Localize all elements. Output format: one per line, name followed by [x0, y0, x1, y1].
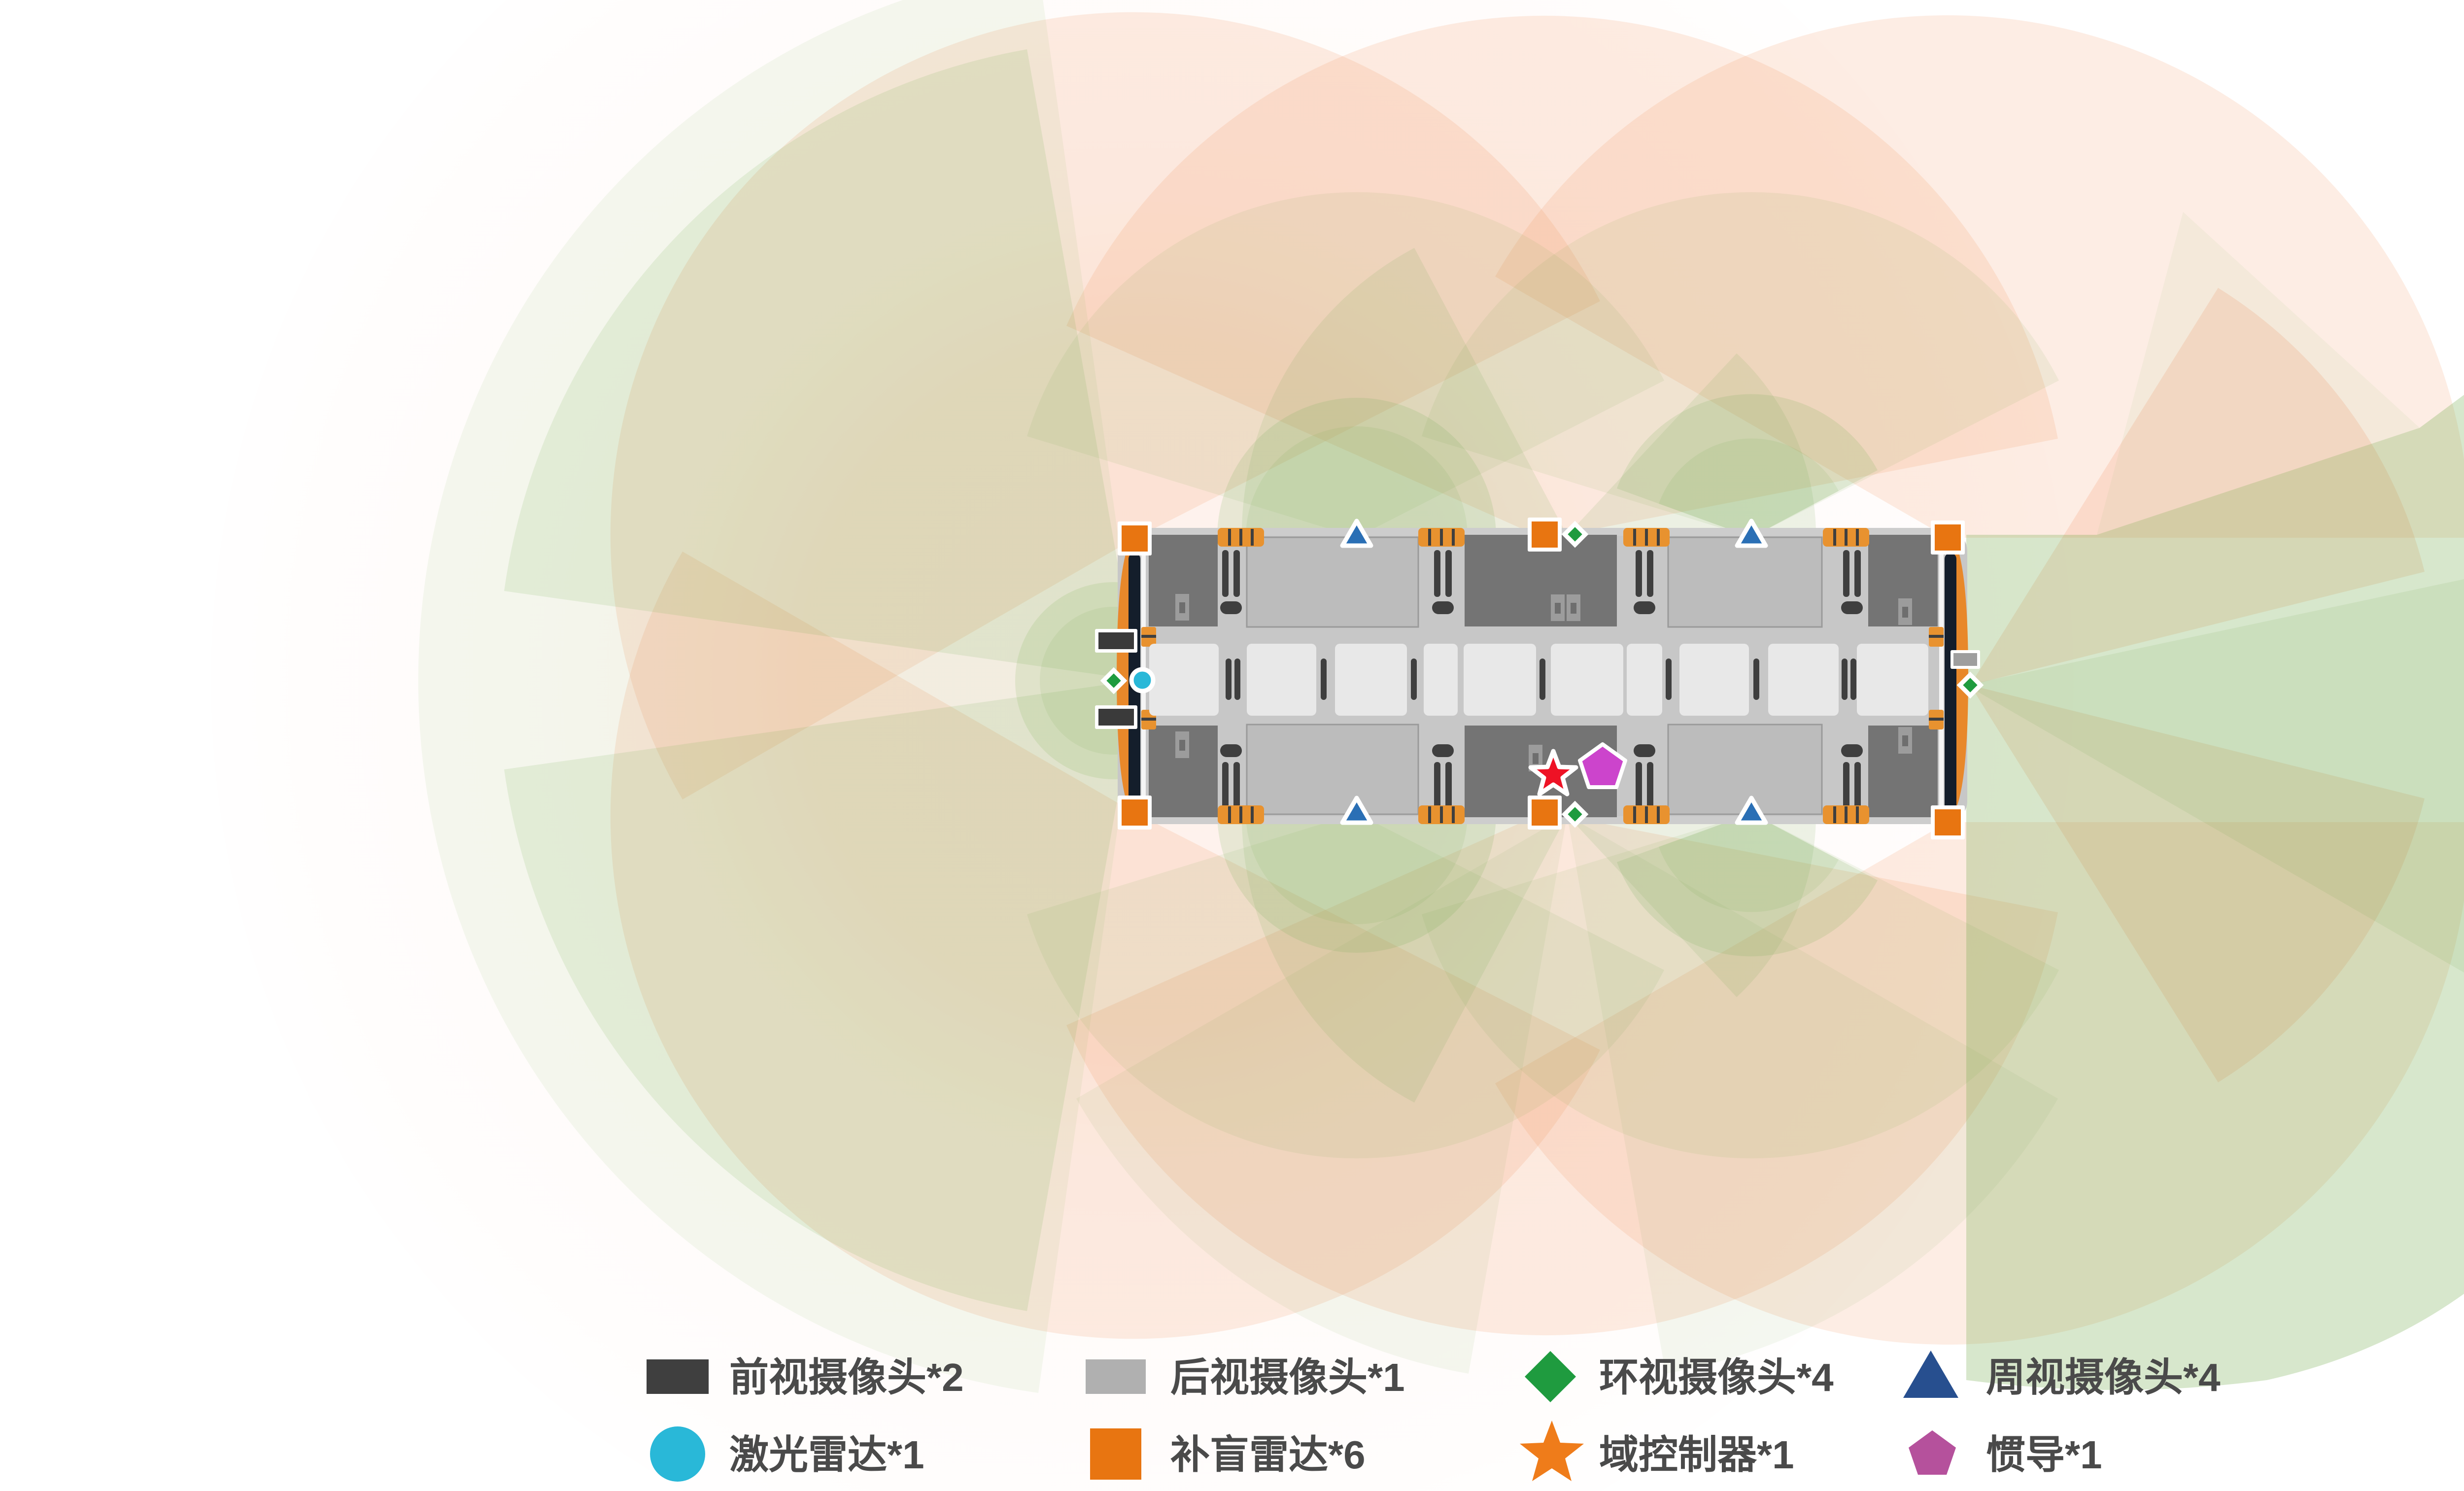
svg-text:惯导*1: 惯导*1 [1986, 1433, 2102, 1477]
svg-text:激光雷达*1: 激光雷达*1 [729, 1433, 924, 1477]
svg-text:补盲雷达*6: 补盲雷达*6 [1170, 1433, 1366, 1477]
svg-text:周视摄像头*4: 周视摄像头*4 [1986, 1355, 2221, 1399]
svg-text:前视摄像头*2: 前视摄像头*2 [729, 1355, 964, 1399]
svg-text:域控制器*1: 域控制器*1 [1599, 1433, 1794, 1477]
svg-text:后视摄像头*1: 后视摄像头*1 [1170, 1355, 1405, 1399]
svg-text:环视摄像头*4: 环视摄像头*4 [1599, 1355, 1834, 1399]
